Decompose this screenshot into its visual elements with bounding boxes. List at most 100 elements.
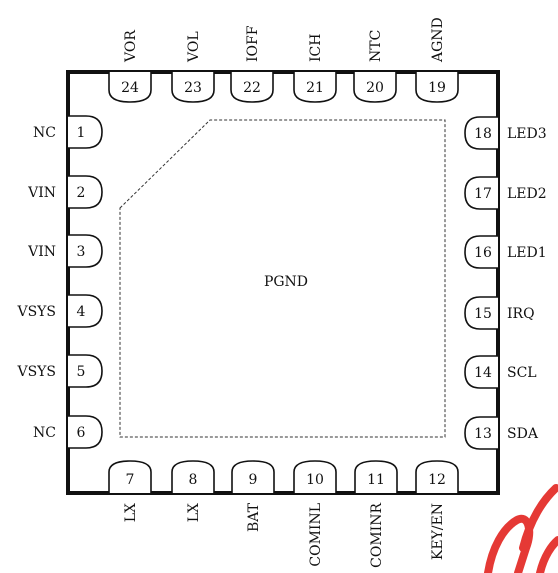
pin-name-irq: IRQ — [507, 306, 535, 322]
pin-name-vin: VIN — [27, 244, 56, 260]
pin-number: 19 — [428, 80, 446, 96]
pin-pad — [108, 460, 152, 493]
pin-14: 14 SCL — [464, 355, 537, 389]
pin-number: 16 — [474, 245, 492, 261]
pin-pad — [68, 234, 103, 268]
pin-number: 7 — [126, 472, 135, 488]
pin-pad — [68, 354, 103, 388]
pin-pad — [108, 72, 152, 103]
pin-pad — [171, 72, 215, 103]
pin-pad — [353, 72, 397, 103]
pin-name-led1: LED1 — [507, 245, 547, 261]
pin-pad — [464, 235, 498, 269]
pin-20: 20 NTC — [353, 30, 397, 103]
pin-number: 11 — [367, 472, 385, 488]
pin-name-vor: VOR — [123, 30, 139, 63]
pin-number: 2 — [77, 185, 86, 201]
pin-name-scl: SCL — [507, 365, 537, 381]
pin-pad — [68, 294, 103, 328]
pin-18: 18 LED3 — [464, 116, 547, 150]
pin-pad — [464, 116, 498, 150]
pin-pad — [464, 416, 498, 450]
pin-name-ich: ICH — [308, 34, 324, 62]
pin-pad — [354, 460, 398, 493]
pin-1: 1 NC — [33, 115, 103, 149]
pin-number: 9 — [249, 472, 258, 488]
pin-name-vsys: VSYS — [16, 364, 56, 380]
pin-name-vol: VOL — [186, 31, 202, 63]
pin-number: 6 — [77, 425, 86, 441]
watermark-strokes — [484, 484, 558, 573]
pin-pad — [293, 460, 337, 493]
pin-name-led3: LED3 — [507, 126, 547, 142]
exposed-pad-outline — [119, 119, 446, 438]
pin-name-vin: VIN — [27, 185, 56, 201]
pin-pad — [293, 72, 337, 103]
exposed-pad-label: PGND — [264, 274, 308, 290]
package-outline — [66, 70, 500, 495]
pin-24: 24 VOR — [108, 30, 152, 103]
pin-number: 14 — [474, 365, 492, 381]
pin-name-nc: NC — [33, 125, 56, 141]
pin-name-cominl: COMINL — [308, 503, 324, 567]
pin-name-led2: LED2 — [507, 186, 547, 202]
pin-15: 15 IRQ — [464, 296, 535, 330]
pin-8: 8LX — [171, 460, 215, 522]
pin-2: 2 VIN — [27, 175, 103, 209]
pin-number: 20 — [366, 80, 384, 96]
pin-pad — [415, 460, 459, 493]
pin-3: 3 VIN — [27, 234, 103, 268]
pin-pad — [464, 355, 498, 389]
pin-13: 13 SDA — [464, 416, 539, 450]
pin-name-vsys: VSYS — [16, 304, 56, 320]
pin-pad — [68, 115, 103, 149]
pin-name-bat: BAT — [246, 502, 262, 532]
pin-number: 21 — [306, 80, 324, 96]
pin-number: 13 — [474, 426, 492, 442]
pin-name-ntc: NTC — [368, 30, 384, 62]
pin-number: 8 — [189, 472, 198, 488]
pin-pad — [171, 460, 215, 493]
pin-21: 21 ICH — [293, 34, 337, 103]
pin-number: 4 — [77, 304, 86, 320]
pin-number: 18 — [474, 126, 492, 142]
pin-19: 19 AGND — [415, 17, 459, 103]
pin-number: 24 — [121, 80, 139, 96]
pin-pad — [230, 72, 274, 103]
pin-name-lx: LX — [186, 503, 202, 522]
pin-name-key-en: KEY/EN — [430, 503, 446, 560]
top-pin-row: 19 AGND 20 NTC 21 ICH 22 IOFF 23 VOL 24 VOR — [108, 17, 459, 103]
pin-number: 12 — [428, 472, 446, 488]
pin-number: 17 — [474, 186, 492, 202]
pin-5: 5 VSYS — [16, 354, 103, 388]
pin-number: 22 — [243, 80, 261, 96]
pin-number: 15 — [474, 306, 492, 322]
pin-name-agnd: AGND — [430, 17, 446, 63]
pin-pad — [464, 176, 498, 210]
pin-6: 6 NC — [33, 415, 103, 449]
pin-pad — [415, 72, 459, 103]
pin-7: 7LX — [108, 460, 152, 522]
pin-22: 22 IOFF — [230, 25, 274, 103]
pin-4: 4 VSYS — [16, 294, 103, 328]
pin-number: 1 — [77, 125, 86, 141]
right-pin-row: 13 SDA 14 SCL 15 IRQ 16 LED1 17 LED2 18 LED3 — [464, 116, 547, 450]
pin-17: 17 LED2 — [464, 176, 547, 210]
pin-number: 23 — [184, 80, 202, 96]
pin-name-cominr: COMINR — [369, 503, 385, 568]
pin-pad — [231, 460, 275, 493]
pin-number: 5 — [77, 364, 86, 380]
pin-name-sda: SDA — [507, 426, 539, 442]
pin-pad — [464, 296, 498, 330]
pin-number: 3 — [77, 244, 86, 260]
pin-name-nc: NC — [33, 425, 56, 441]
pin-name-ioff: IOFF — [245, 25, 261, 62]
pin-number: 10 — [306, 472, 324, 488]
